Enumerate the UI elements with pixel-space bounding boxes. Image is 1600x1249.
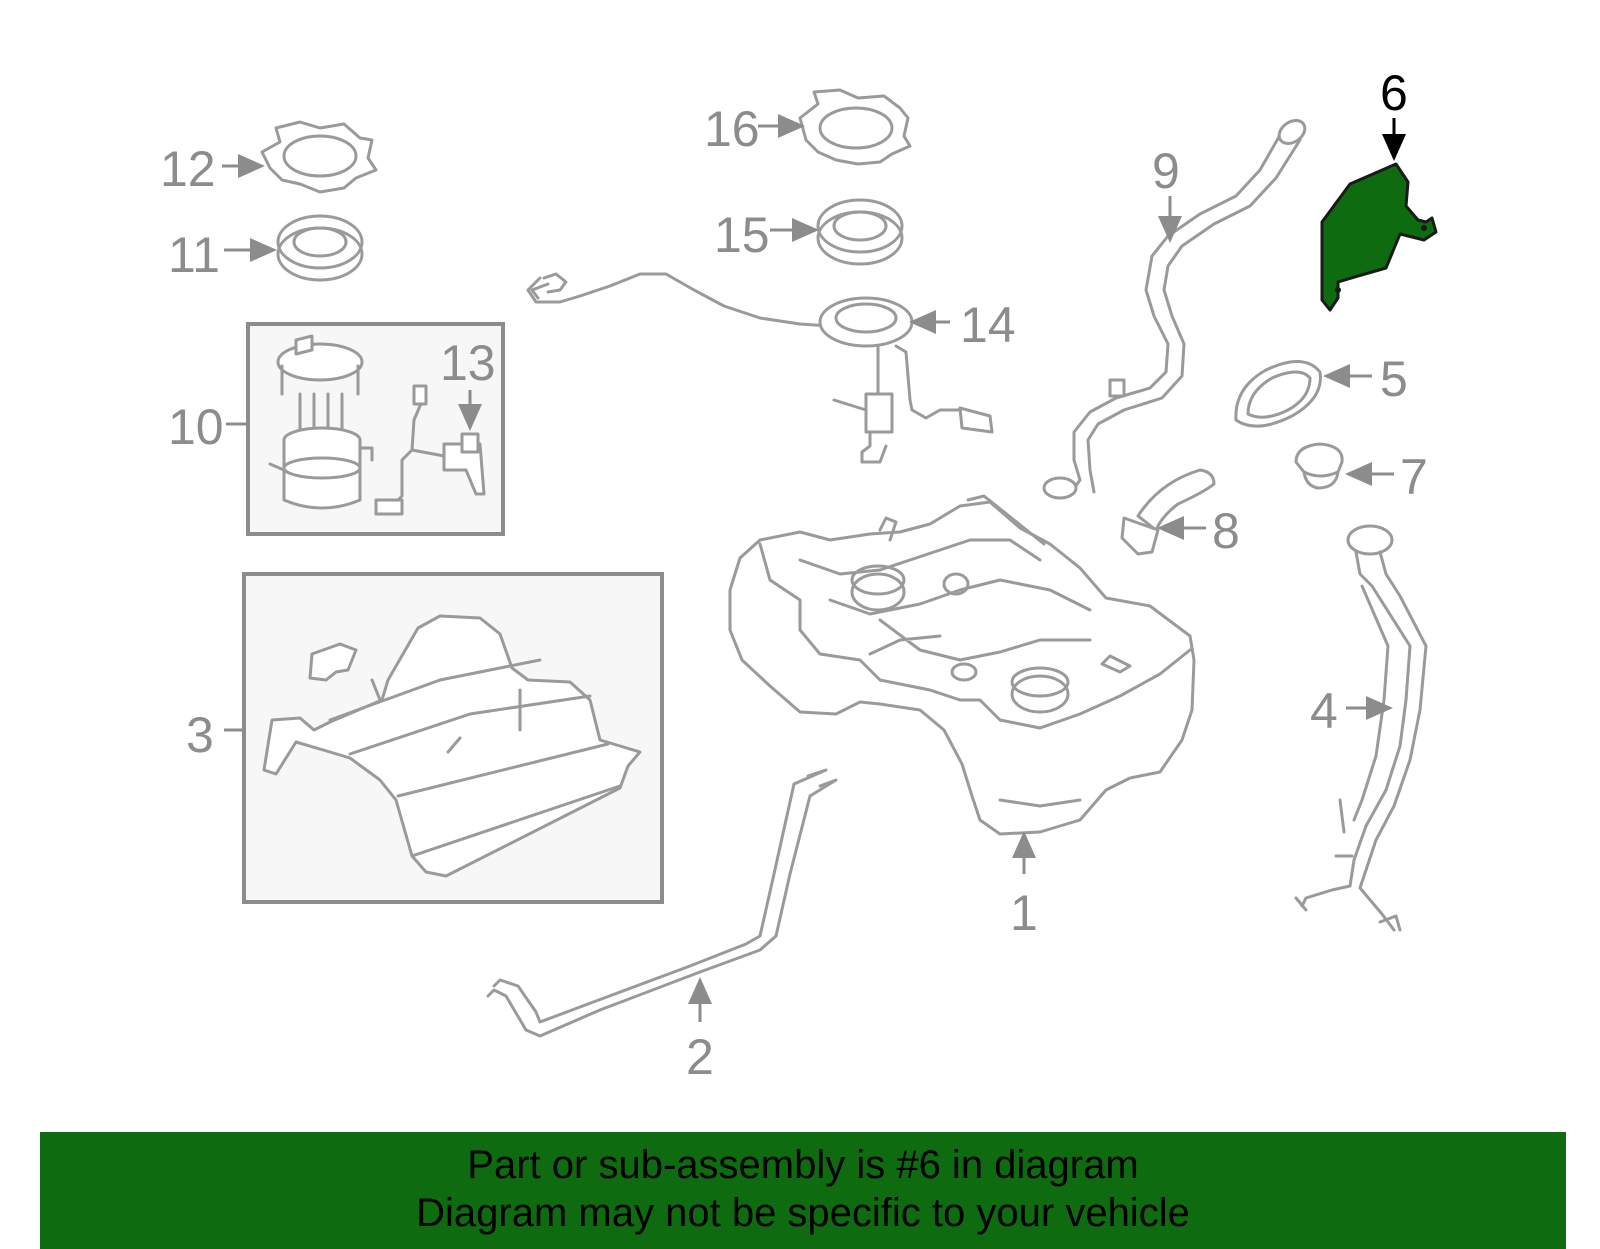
- part-9-vent-hose: [1042, 119, 1307, 500]
- callout-3: 3: [186, 707, 214, 763]
- part-8-hose: [1120, 468, 1216, 556]
- callout-6: 6: [1380, 65, 1408, 121]
- callout-15: 15: [714, 207, 770, 263]
- callout-2: 2: [686, 1029, 714, 1085]
- callout-16: 16: [704, 101, 760, 157]
- part-11-seal: [276, 214, 364, 282]
- callout-4: 4: [1310, 683, 1338, 739]
- part-4-filler-pipe: [1294, 524, 1428, 932]
- callout-5: 5: [1380, 351, 1408, 407]
- info-banner: Part or sub-assembly is #6 in diagram Di…: [40, 1132, 1566, 1249]
- callout-7: 7: [1400, 449, 1428, 505]
- callout-14: 14: [960, 297, 1016, 353]
- part-1-fuel-tank: [728, 494, 1196, 836]
- part-15-seal: [816, 198, 904, 266]
- part-3-tank-shield: [262, 614, 642, 878]
- part-7-cap: [1294, 442, 1344, 490]
- part-16-lock-ring: [798, 88, 912, 166]
- part-14-sender-unit: [526, 272, 994, 464]
- callout-11: 11: [168, 227, 220, 283]
- callout-13: 13: [440, 335, 496, 391]
- callout-1: 1: [1010, 885, 1038, 941]
- banner-line-2: Diagram may not be specific to your vehi…: [416, 1191, 1190, 1235]
- banner-line-1: Part or sub-assembly is #6 in diagram: [467, 1143, 1139, 1187]
- callout-9: 9: [1152, 143, 1180, 199]
- part-5-gasket: [1234, 360, 1322, 428]
- callout-10: 10: [168, 399, 224, 455]
- part-12-lock-ring: [260, 120, 378, 194]
- part-10-fuel-pump-module: [268, 334, 374, 510]
- callout-8: 8: [1212, 503, 1240, 559]
- part-2-tank-strap: [486, 768, 838, 1038]
- callout-12: 12: [160, 141, 216, 197]
- part-6-heat-shield: [1320, 162, 1438, 312]
- part-13-level-sender: [374, 384, 486, 516]
